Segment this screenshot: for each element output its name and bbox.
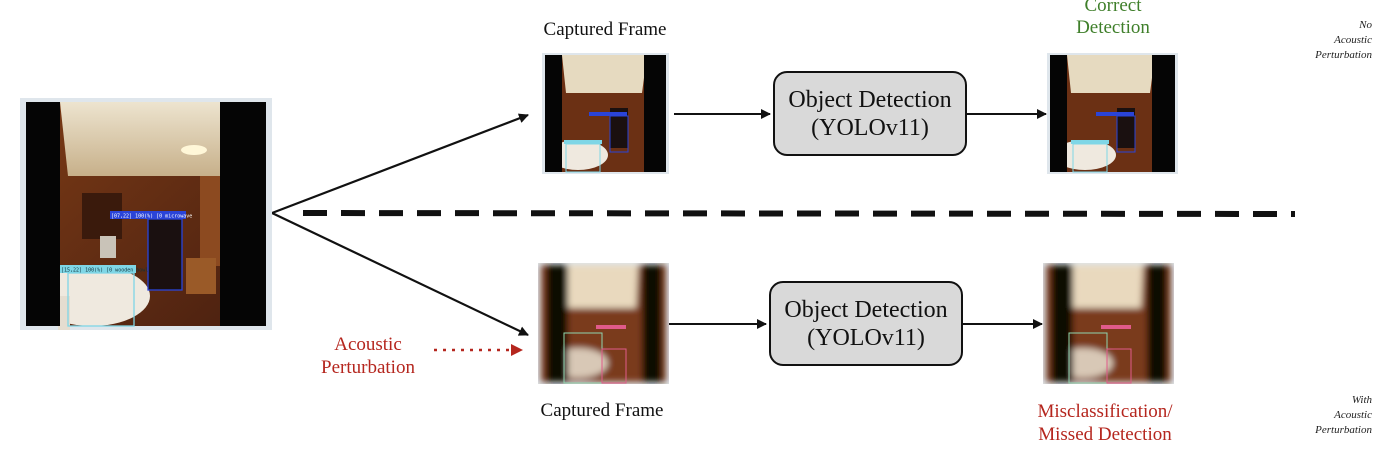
acoustic-perturbation-line2: Perturbation	[321, 357, 415, 378]
captured-frame-top	[542, 53, 669, 174]
condition-note-bottom-line2: Acoustic	[1334, 409, 1372, 421]
branch-arrow-bottom	[271, 212, 529, 336]
misclassification-line2: Missed Detection	[1038, 424, 1172, 445]
object-detection-box-bottom: Object Detection (YOLOv11)	[769, 281, 963, 366]
condition-separator	[302, 210, 1296, 217]
captured-frame-bottom	[538, 263, 669, 384]
branch-arrow-top	[271, 113, 529, 215]
detection-box-microwave	[110, 211, 186, 219]
misclassification-label: Misclassification/ Missed Detection	[1020, 400, 1190, 446]
correct-detection-label: Correct Detection	[1038, 0, 1188, 39]
condition-note-top-line2: Acoustic	[1334, 34, 1372, 46]
captured-frame-label-top: Captured Frame	[543, 19, 667, 40]
condition-note-top: No Acoustic Perturbation	[1282, 18, 1372, 63]
acoustic-perturbation-line1: Acoustic	[334, 334, 402, 355]
source-kitchen-photo: [07,22] 100(%) [0 microwave [15,22] 100(…	[20, 98, 272, 330]
detection-tag-microwave: [07,22] 100(%) [0 microwave	[111, 214, 192, 220]
object-detection-box-top: Object Detection (YOLOv11)	[773, 71, 967, 156]
correct-detection-line1: Correct	[1084, 0, 1142, 16]
detection-tag-bowl: [15,22] 100(%) [0 wooden bowl	[61, 268, 148, 274]
detector-label-line2-top: (YOLOv11)	[811, 114, 929, 141]
condition-note-bottom-line3: Perturbation	[1315, 424, 1372, 436]
detection-box-bowl	[60, 265, 136, 273]
condition-note-bottom: With Acoustic Perturbation	[1282, 393, 1372, 438]
condition-note-bottom-line1: With	[1351, 394, 1372, 406]
correct-detection-line2: Detection	[1076, 17, 1150, 38]
condition-note-top-line3: Perturbation	[1315, 49, 1372, 61]
detector-label-line2-bottom: (YOLOv11)	[807, 324, 925, 351]
acoustic-perturbation-label: Acoustic Perturbation	[298, 333, 438, 379]
captured-frame-label-bottom: Captured Frame	[540, 400, 664, 421]
condition-note-top-line1: No	[1359, 19, 1372, 31]
detector-label-line1-top: Object Detection	[788, 86, 952, 113]
misclassification-line1: Misclassification/	[1037, 401, 1173, 422]
detector-label-line1-bottom: Object Detection	[784, 296, 948, 323]
result-frame-top	[1047, 53, 1178, 174]
result-frame-bottom	[1043, 263, 1174, 384]
